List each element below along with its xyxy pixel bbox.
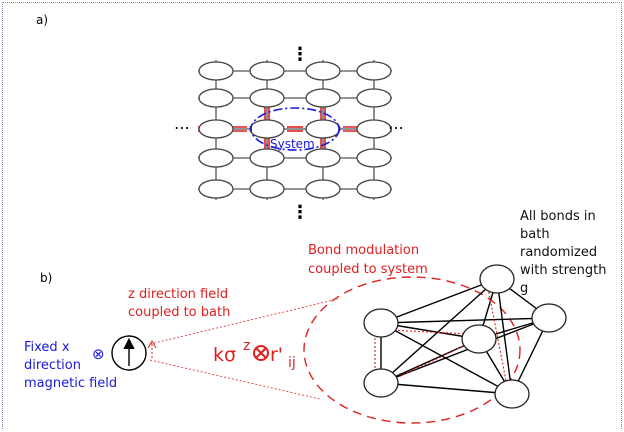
system-label: System xyxy=(270,137,315,151)
fixed-field-label: Fixed x direction magnetic field xyxy=(24,340,117,391)
lattice-site xyxy=(356,88,392,108)
ellipsis-top: ⋮ xyxy=(291,44,309,65)
lattice-site xyxy=(249,61,285,81)
bath-graph xyxy=(363,264,567,409)
bath-site xyxy=(461,324,497,354)
system-region xyxy=(250,107,340,151)
fixed-field-line-3: magnetic field xyxy=(24,376,117,391)
ellipsis-right: ⋯ xyxy=(388,118,404,137)
lattice-site xyxy=(198,179,234,199)
fixed-field-line-1: Fixed x xyxy=(24,340,70,355)
bath-bond xyxy=(380,317,550,324)
bath-line-4: with strength xyxy=(520,263,606,278)
modulated-bonds xyxy=(374,287,508,387)
lattice-site xyxy=(305,148,341,168)
coupling-k-sigma: kσ xyxy=(213,344,236,366)
lattice-site xyxy=(249,179,285,199)
z-field-label: z direction field coupled to bath xyxy=(128,287,230,320)
lattice-site xyxy=(305,88,341,108)
lattice-site xyxy=(356,119,392,139)
panel-a-label: a) xyxy=(36,13,48,27)
coupling-z-superscript: z xyxy=(243,338,250,354)
bath-site xyxy=(363,368,399,398)
bath-label: All bonds in bath randomized with streng… xyxy=(520,209,606,296)
bath-enclosure xyxy=(303,276,521,424)
bath-site xyxy=(479,264,515,294)
lattice-site xyxy=(249,88,285,108)
ellipsis-left: ⋯ xyxy=(174,118,190,137)
bath-line-3: randomized xyxy=(520,245,597,260)
panel-b-label: b) xyxy=(40,271,52,285)
lattice-site xyxy=(198,88,234,108)
tensor-product-icon-stroke-2 xyxy=(255,347,267,359)
lattice-sites xyxy=(198,61,392,199)
bath-bond xyxy=(496,278,513,395)
modulated-bond xyxy=(487,287,508,387)
lattice-site xyxy=(305,119,341,139)
bath-line-5: g xyxy=(520,281,528,296)
bath-bond xyxy=(380,382,513,395)
z-field-line-2: coupled to bath xyxy=(128,305,230,320)
lattice-site xyxy=(198,148,234,168)
bath-bond xyxy=(380,278,498,384)
bath-line-1: All bonds in xyxy=(520,209,596,224)
square-lattice xyxy=(198,60,392,200)
coupling-ij-subscript: ij xyxy=(288,355,296,371)
bath-bond xyxy=(380,338,480,384)
projection-line-top xyxy=(149,298,339,345)
bath-site xyxy=(363,308,399,338)
bath-line-2: bath xyxy=(520,227,550,242)
bath-site xyxy=(531,303,567,333)
x-direction-icon: ⊗ xyxy=(92,345,105,363)
bath-bond xyxy=(380,317,550,384)
lattice-site xyxy=(198,119,234,139)
coupling-r-prime: r' xyxy=(270,344,283,366)
bath-site xyxy=(494,379,530,409)
lattice-site xyxy=(305,61,341,81)
lattice-site xyxy=(249,148,285,168)
lattice-site xyxy=(356,179,392,199)
z-field-arrowhead-icon xyxy=(147,339,157,349)
lattice-site xyxy=(356,61,392,81)
z-field-line-1: z direction field xyxy=(128,287,228,302)
bond-modulation-line-2: coupled to system xyxy=(308,262,428,277)
fixed-field-line-2: direction xyxy=(24,358,81,373)
bath-bond xyxy=(380,278,498,324)
modulated-bond xyxy=(389,329,471,335)
bath-sites xyxy=(363,264,567,409)
lattice-site xyxy=(356,148,392,168)
lattice-site xyxy=(249,119,285,139)
lattice-site xyxy=(305,179,341,199)
projection-line-bottom xyxy=(149,359,321,400)
lattice-site xyxy=(198,61,234,81)
ellipsis-bottom: ⋮ xyxy=(291,202,309,223)
bath-bond xyxy=(380,322,513,395)
coupling-operator: kσ z r' ij xyxy=(213,338,296,371)
bond-modulation-line-1: Bond modulation xyxy=(308,243,419,258)
tensor-product-icon xyxy=(253,345,269,361)
bond-modulation-label: Bond modulation coupled to system xyxy=(308,243,428,277)
